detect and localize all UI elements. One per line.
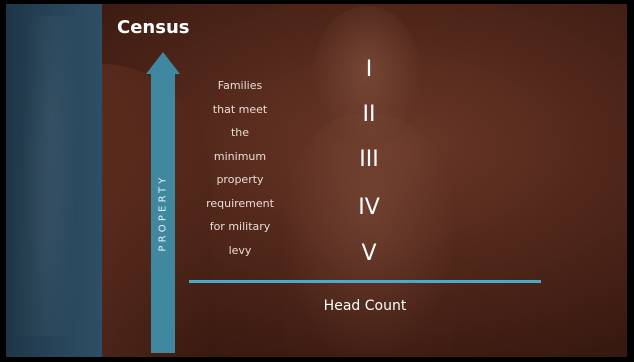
slide-title: Census [117,17,190,38]
head-count-label: Head Count [323,298,407,314]
families-line: Families [217,79,263,92]
class-numeral-5: V [361,241,377,266]
families-line: property [216,173,264,186]
property-arrow-shaft [151,72,175,353]
families-line: requirement [206,196,274,210]
families-description: Families that meet the minimum property … [190,74,290,262]
property-arrow-head [146,52,180,74]
families-line: levy [228,243,252,257]
statue-body [284,114,454,357]
left-relief-band [6,4,102,357]
families-line: for military [209,220,271,233]
statue-image [284,4,454,357]
property-axis-label: PROPERTY [157,174,169,252]
families-line: the [230,126,250,139]
class-numeral-4: IV [358,195,380,220]
families-line: that meet [212,102,268,116]
class-numeral-1: I [365,57,373,82]
stone-relief-decoration [16,16,86,336]
statue-head [312,6,422,146]
head-count-baseline [189,280,541,283]
class-numeral-3: III [359,147,379,172]
class-numeral-2: II [362,102,376,127]
families-line: minimum [213,149,267,163]
